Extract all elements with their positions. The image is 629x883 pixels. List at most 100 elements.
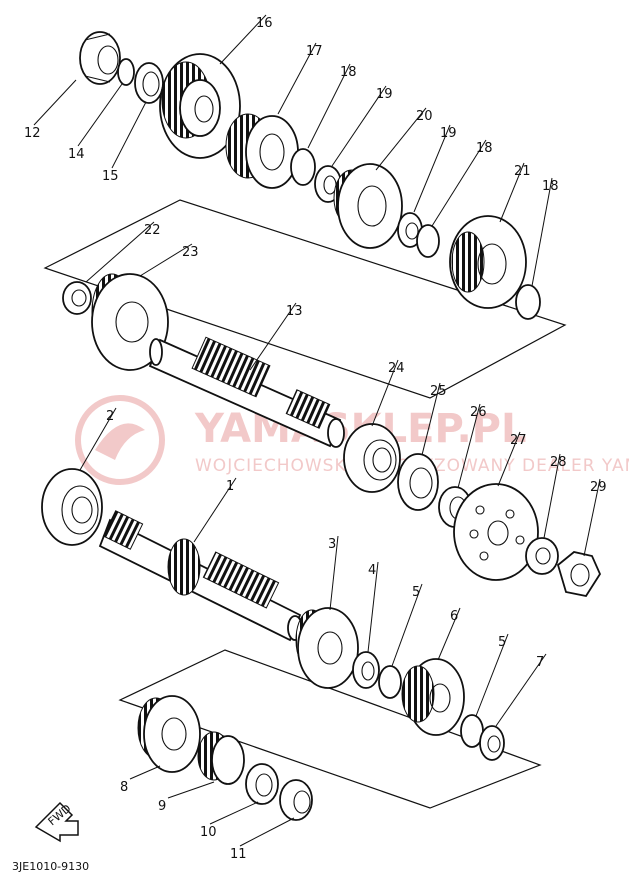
part-18c-circlip: [515, 284, 541, 320]
leader-line-17: [277, 42, 317, 115]
leader-line-5a: [391, 583, 423, 667]
leader-line-23: [139, 243, 193, 277]
callout-16: 16: [256, 16, 273, 31]
leader-line-12: [33, 79, 77, 126]
callout-13: 13: [286, 304, 303, 319]
leader-line-18c: [531, 177, 553, 287]
leader-line-11: [239, 817, 295, 847]
leader-line-1: [193, 477, 237, 543]
callout-19b: 19: [440, 126, 457, 141]
leader-line-24: [371, 359, 399, 427]
leader-line-9: [167, 781, 215, 799]
leader-line-18b: [431, 139, 487, 227]
callout-24: 24: [388, 361, 405, 376]
part-7-washer: [479, 725, 505, 761]
callout-7: 7: [536, 655, 544, 670]
leader-line-25: [421, 382, 441, 456]
part-3-gear: [295, 607, 359, 689]
callout-6: 6: [450, 609, 458, 624]
leader-line-14: [77, 83, 123, 147]
drawing-code: 3JE1010-9130: [12, 860, 89, 873]
callout-9: 9: [158, 799, 166, 814]
leader-line-27: [497, 431, 521, 487]
callout-23: 23: [182, 245, 199, 260]
part-10-washer: [245, 763, 279, 805]
part-24-bearing: [343, 423, 401, 493]
leader-line-21: [499, 162, 525, 223]
callout-20: 20: [416, 109, 433, 124]
callout-28: 28: [550, 455, 567, 470]
leader-line-3: [329, 535, 339, 611]
callout-1: 1: [226, 479, 234, 494]
callout-14: 14: [68, 147, 85, 162]
callout-labels: 1234556789101112131415161718181819192021…: [24, 16, 607, 862]
part-12-bearing: [79, 31, 121, 85]
callout-19a: 19: [376, 87, 393, 102]
part-22-washer: [62, 281, 92, 315]
part-18b-circlip: [416, 224, 440, 258]
callout-12: 12: [24, 126, 41, 141]
watermark-logo-ring: [75, 395, 165, 485]
leader-line-4: [367, 561, 379, 653]
callout-26: 26: [470, 405, 487, 420]
part-27-sprocket: [453, 483, 539, 581]
callout-21: 21: [514, 164, 531, 179]
leader-line-18a: [307, 63, 351, 149]
part-20-gear: [333, 163, 403, 249]
callout-11: 11: [230, 847, 247, 862]
leader-line-19a: [331, 85, 387, 167]
leader-line-13: [249, 302, 297, 371]
callout-22: 22: [144, 223, 161, 238]
callout-15: 15: [102, 169, 119, 184]
part-1-drive-axle: [98, 510, 303, 642]
callout-2: 2: [106, 409, 114, 424]
callout-18c: 18: [542, 179, 559, 194]
leader-line-16: [219, 14, 267, 65]
watermark-logo-mark: [95, 423, 145, 460]
part-11-bushing: [279, 779, 313, 821]
callout-27: 27: [510, 433, 527, 448]
callout-8: 8: [120, 780, 128, 795]
callout-5b: 5: [498, 635, 506, 650]
part-6-gear: [401, 658, 465, 736]
leader-line-19b: [413, 124, 451, 213]
leader-line-26: [457, 403, 481, 489]
part-9-gear: [197, 731, 245, 785]
part-28-lock-washer: [525, 537, 559, 575]
part-15-washer: [134, 62, 164, 104]
part-21-gear: [449, 215, 527, 309]
lower-gear-group-outline: [118, 649, 542, 809]
part-5a-circlip: [378, 665, 402, 699]
callout-18a: 18: [340, 65, 357, 80]
leader-line-10: [209, 801, 259, 825]
callout-17: 17: [306, 44, 323, 59]
upper-gear-group-outline: [43, 199, 567, 399]
leader-line-8: [129, 765, 161, 780]
part-29-nut: [556, 551, 602, 598]
part-13-main-axle: [148, 336, 345, 448]
callout-10: 10: [200, 825, 217, 840]
callout-5a: 5: [412, 585, 420, 600]
leader-line-29: [583, 478, 601, 557]
callout-18b: 18: [476, 141, 493, 156]
callout-4: 4: [368, 563, 376, 578]
part-14-ring: [117, 58, 135, 86]
callout-25: 25: [430, 384, 447, 399]
leader-line-22: [85, 221, 155, 283]
part-17-gear: [225, 113, 299, 189]
callout-3: 3: [328, 537, 336, 552]
part-16-gear: [159, 53, 241, 159]
leader-line-7: [495, 653, 547, 727]
part-25-seal: [397, 453, 439, 511]
part-2-bearing: [41, 468, 103, 546]
part-8-gear: [137, 695, 201, 773]
leader-line-6: [437, 607, 461, 661]
leader-lines: [33, 14, 601, 847]
part-23-gear: [91, 273, 169, 371]
callout-29: 29: [590, 480, 607, 495]
fwd-arrow: FWD: [34, 802, 79, 843]
leader-line-28: [543, 453, 561, 539]
part-18a-circlip: [290, 148, 316, 186]
